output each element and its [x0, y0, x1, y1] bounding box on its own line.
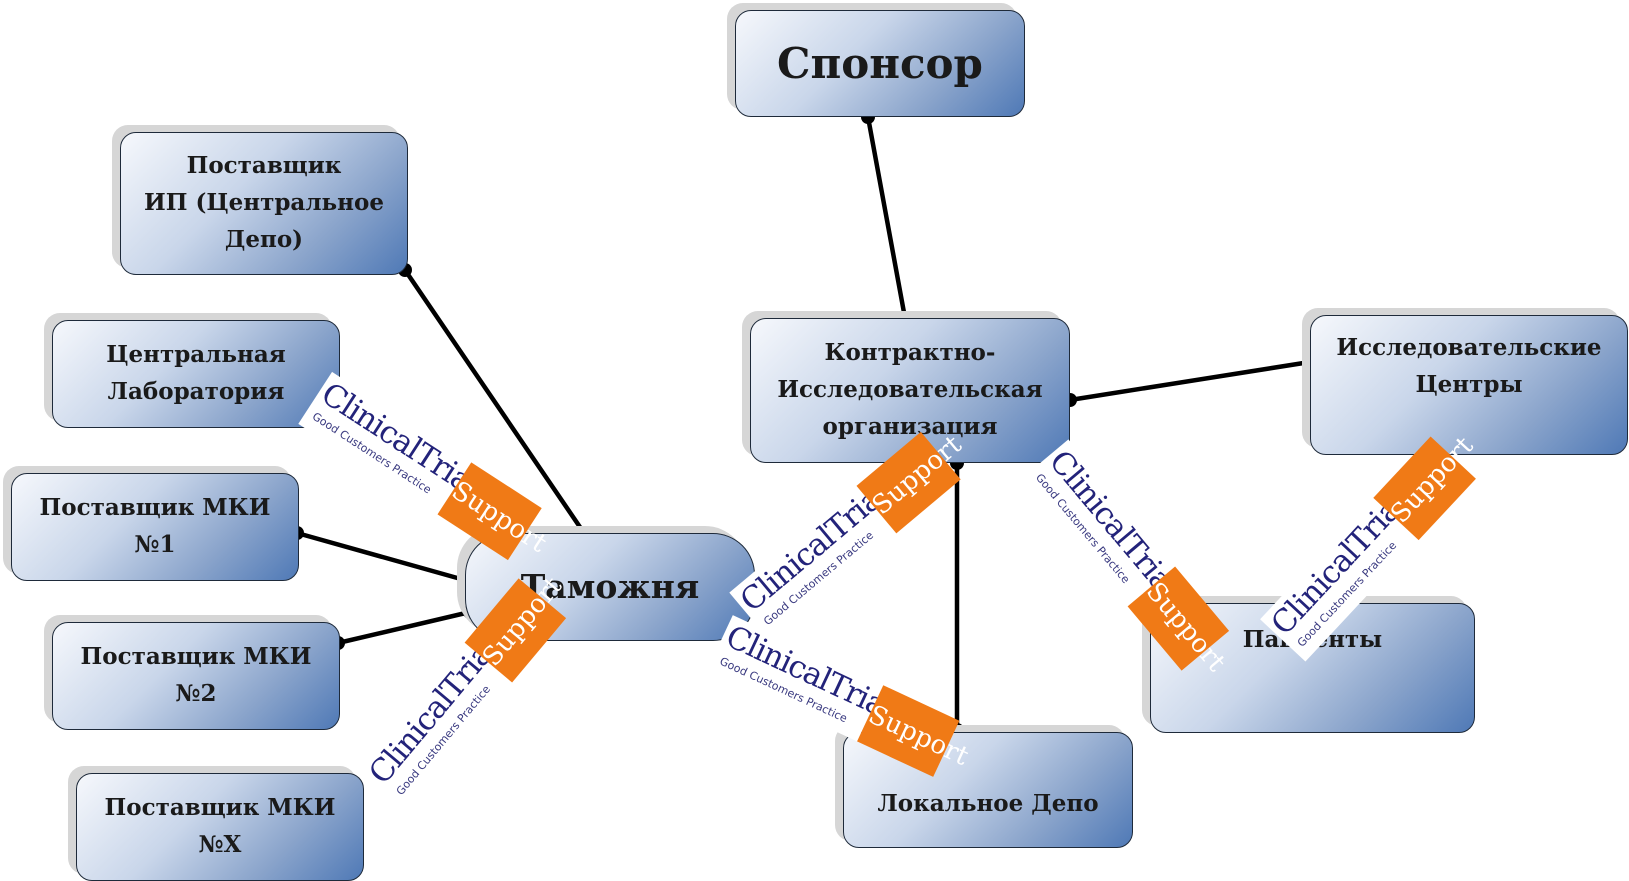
sponsor-node: Спонсор	[735, 10, 1025, 117]
watermark: ClinicalTrial Good Customers Practice Su…	[298, 371, 552, 561]
watermark: ClinicalTrial Good Customers Practice Su…	[357, 571, 568, 810]
edge-sponsor-cro	[865, 114, 908, 321]
sponsor-label: Спонсор	[777, 38, 983, 88]
supplier-mki-2-node: Поставщик МКИ №2	[52, 622, 340, 730]
supplier-ip-node: Поставщик ИП (Центральное Депо)	[120, 132, 408, 275]
local-depot-label: Локальное Депо	[877, 790, 1099, 818]
edge-mki1-customs	[294, 530, 471, 584]
edge-mki2-customs	[335, 609, 473, 646]
supplier-mki-1-node: Поставщик МКИ №1	[11, 473, 299, 581]
local-depot-node: Локальное Депо	[843, 732, 1133, 848]
central-lab-label: Центральная Лаборатория	[106, 341, 286, 405]
watermark: ClinicalTrial Good Customers Practice Su…	[706, 615, 973, 777]
supplier-mki-1-label: Поставщик МКИ №1	[39, 494, 271, 558]
supplier-mki-2-label: Поставщик МКИ №2	[80, 643, 312, 707]
research-centers-node: Исследовательские Центры	[1310, 315, 1628, 455]
research-centers-label: Исследовательские Центры	[1336, 334, 1602, 398]
central-lab-node: Центральная Лаборатория	[52, 320, 340, 428]
edge-cro-research	[1067, 359, 1313, 403]
supplier-mki-x-node: Поставщик МКИ №Х	[76, 773, 364, 881]
watermark: ClinicalTrial Good Customers Practice Su…	[729, 430, 968, 641]
supplier-ip-label: Поставщик ИП (Центральное Депо)	[144, 152, 384, 253]
cro-label: Контрактно- Исследовательская организаци…	[777, 339, 1043, 440]
supplier-mki-x-label: Поставщик МКИ №Х	[104, 794, 336, 858]
watermark: ClinicalTrial Good Customers Practice Su…	[1020, 439, 1231, 678]
